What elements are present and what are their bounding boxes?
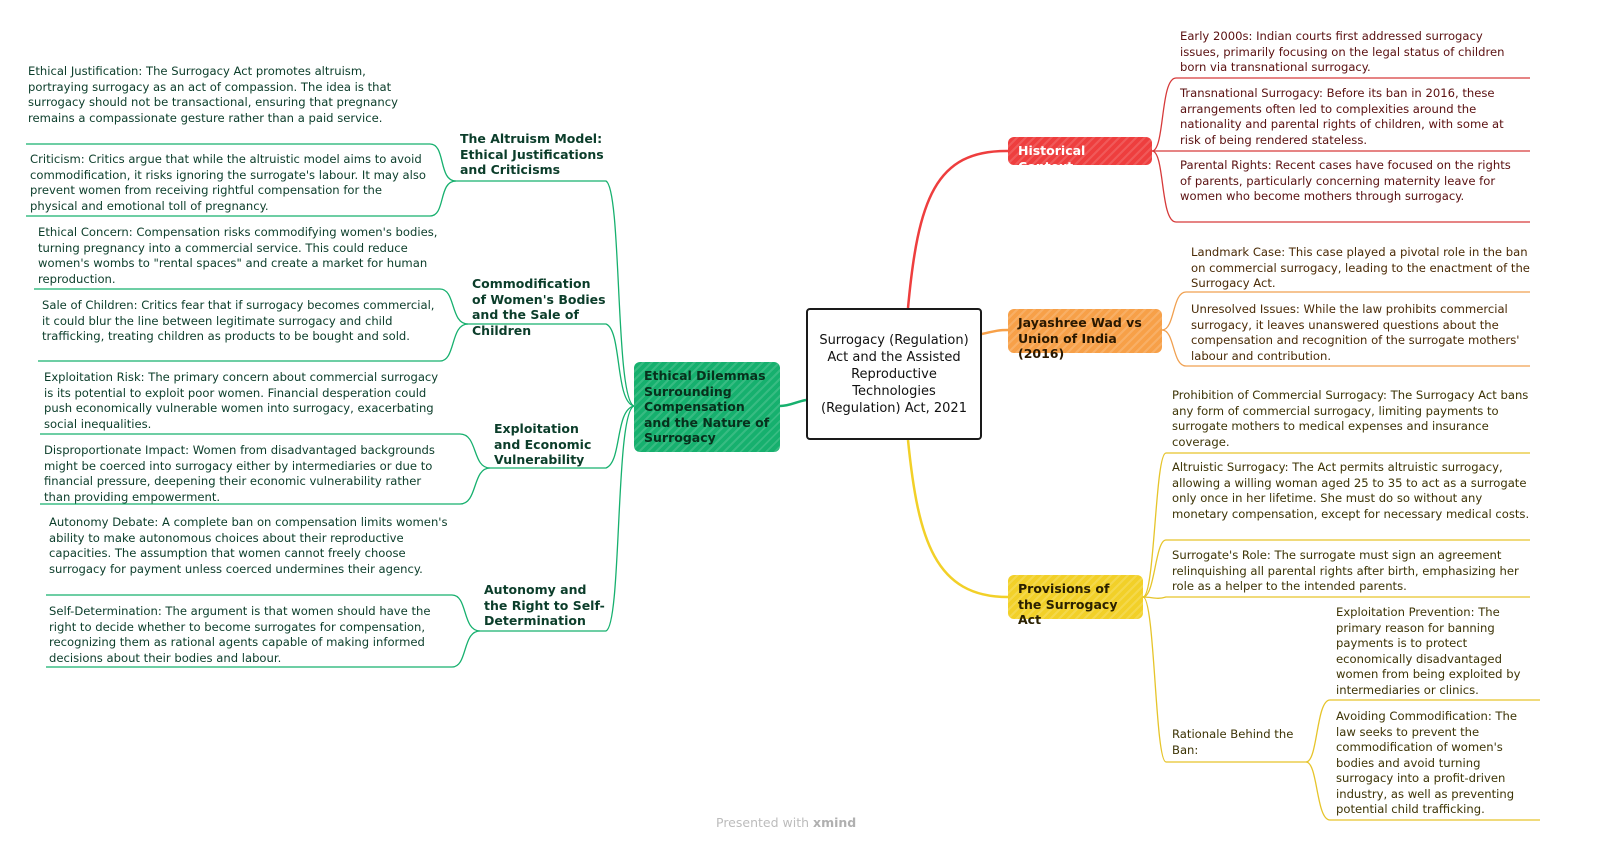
branch-historical-context[interactable]: Historical Context xyxy=(1008,137,1152,174)
leaf-prohibition-commercial[interactable]: Prohibition of Commercial Surrogacy: The… xyxy=(1172,388,1529,449)
leaf-autonomy-debate[interactable]: Autonomy Debate: A complete ban on compe… xyxy=(49,515,448,576)
leaf-unresolved-issues[interactable]: Unresolved Issues: While the law prohibi… xyxy=(1191,302,1520,363)
subtopic-rationale[interactable]: Rationale Behind the Ban: xyxy=(1172,727,1294,757)
leaf-disproportionate-impact[interactable]: Disproportionate Impact: Women from disa… xyxy=(44,443,435,504)
footer-prefix: Presented with xyxy=(716,815,810,830)
subtopic-commodification[interactable]: Commodification of Women's Bodies and th… xyxy=(472,276,606,338)
leaf-criticism[interactable]: Criticism: Critics argue that while the … xyxy=(30,152,426,213)
leaf-ethical-justification[interactable]: Ethical Justification: The Surrogacy Act… xyxy=(28,64,398,125)
branch-jayashree-wad[interactable]: Jayashree Wad vs Union of India (2016) xyxy=(1008,309,1162,361)
link-ethical-autonomy xyxy=(480,405,635,632)
link-ethical-altruism xyxy=(456,180,635,407)
link-ethical-commodification xyxy=(468,323,635,407)
link-center-provisions xyxy=(906,439,1009,599)
leaf-exploitation-prevention[interactable]: Exploitation Prevention: The primary rea… xyxy=(1336,605,1521,697)
link-ethical-exploitation xyxy=(490,405,635,469)
leaf-landmark-case[interactable]: Landmark Case: This case played a pivota… xyxy=(1191,245,1530,290)
link-center-ethical xyxy=(779,398,807,408)
subtopic-altruism-model[interactable]: The Altruism Model: Ethical Justificatio… xyxy=(460,131,608,178)
subtopic-exploitation[interactable]: Exploitation and Economic Vulnerability xyxy=(494,421,606,468)
xmind-logo: xmind xyxy=(813,815,857,830)
leaf-early-2000s[interactable]: Early 2000s: Indian courts first address… xyxy=(1180,29,1505,74)
branch-ethical-label: Ethical Dilemmas Surrounding Compensatio… xyxy=(644,368,770,445)
leaf-self-determination[interactable]: Self-Determination: The argument is that… xyxy=(49,604,431,665)
branch-provisions-label: Provisions of the Surrogacy Act xyxy=(1018,581,1118,627)
central-topic-label: Surrogacy (Regulation) Act and the Assis… xyxy=(819,332,969,416)
subtopic-autonomy[interactable]: Autonomy and the Right to Self-Determina… xyxy=(484,582,606,629)
leaf-surrogate-role[interactable]: Surrogate's Role: The surrogate must sig… xyxy=(1172,548,1519,593)
subtopic-exploitation-label: Exploitation and Economic Vulnerability xyxy=(494,421,592,467)
link-center-jayashree xyxy=(981,328,1009,336)
link-center-historical xyxy=(906,149,1009,309)
leaf-ethical-concern[interactable]: Ethical Concern: Compensation risks comm… xyxy=(38,225,438,286)
leaf-transnational-surrogacy[interactable]: Transnational Surrogacy: Before its ban … xyxy=(1180,86,1504,147)
branch-historical-label: Historical Context xyxy=(1018,143,1086,174)
central-topic[interactable]: Surrogacy (Regulation) Act and the Assis… xyxy=(806,308,982,440)
presented-with-footer: Presented with xmind xyxy=(716,815,856,830)
leaf-exploitation-risk[interactable]: Exploitation Risk: The primary concern a… xyxy=(44,370,439,431)
leaf-parental-rights[interactable]: Parental Rights: Recent cases have focus… xyxy=(1180,158,1511,203)
branch-jayashree-label: Jayashree Wad vs Union of India (2016) xyxy=(1018,315,1142,361)
branch-ethical-dilemmas[interactable]: Ethical Dilemmas Surrounding Compensatio… xyxy=(634,362,780,452)
leaf-sale-of-children[interactable]: Sale of Children: Critics fear that if s… xyxy=(42,298,435,343)
subtopic-commodification-label: Commodification of Women's Bodies and th… xyxy=(472,276,606,338)
subtopic-autonomy-label: Autonomy and the Right to Self-Determina… xyxy=(484,582,605,628)
subtopic-altruism-label: The Altruism Model: Ethical Justificatio… xyxy=(460,131,604,177)
branch-provisions[interactable]: Provisions of the Surrogacy Act xyxy=(1008,575,1143,627)
leaf-altruistic-surrogacy[interactable]: Altruistic Surrogacy: The Act permits al… xyxy=(1172,460,1530,521)
leaf-avoiding-commodification[interactable]: Avoiding Commodification: The law seeks … xyxy=(1336,709,1517,816)
